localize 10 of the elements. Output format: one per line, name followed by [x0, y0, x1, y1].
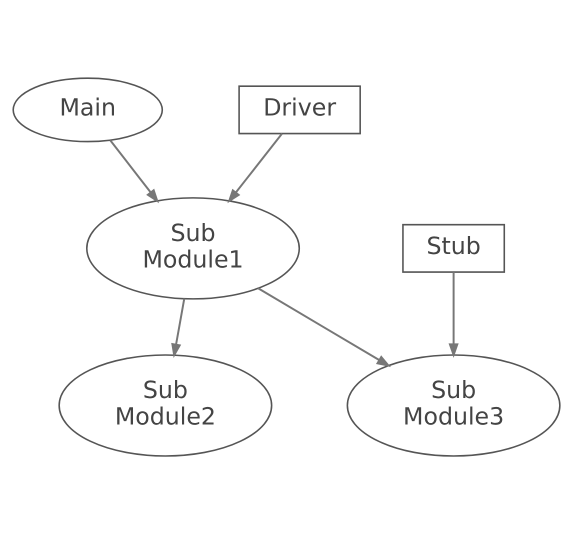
- node-ellipse: Sub Module1: [86, 196, 300, 300]
- node-box: Driver: [238, 84, 361, 134]
- arrow: [110, 139, 160, 203]
- arrow: [258, 286, 392, 367]
- node-ellipse: Main: [12, 76, 164, 142]
- node-ellipse: Sub Module2: [58, 354, 272, 456]
- arrow: [448, 272, 459, 358]
- arrow: [227, 132, 283, 203]
- arrow: [171, 298, 186, 358]
- node-box: Stub: [402, 223, 506, 272]
